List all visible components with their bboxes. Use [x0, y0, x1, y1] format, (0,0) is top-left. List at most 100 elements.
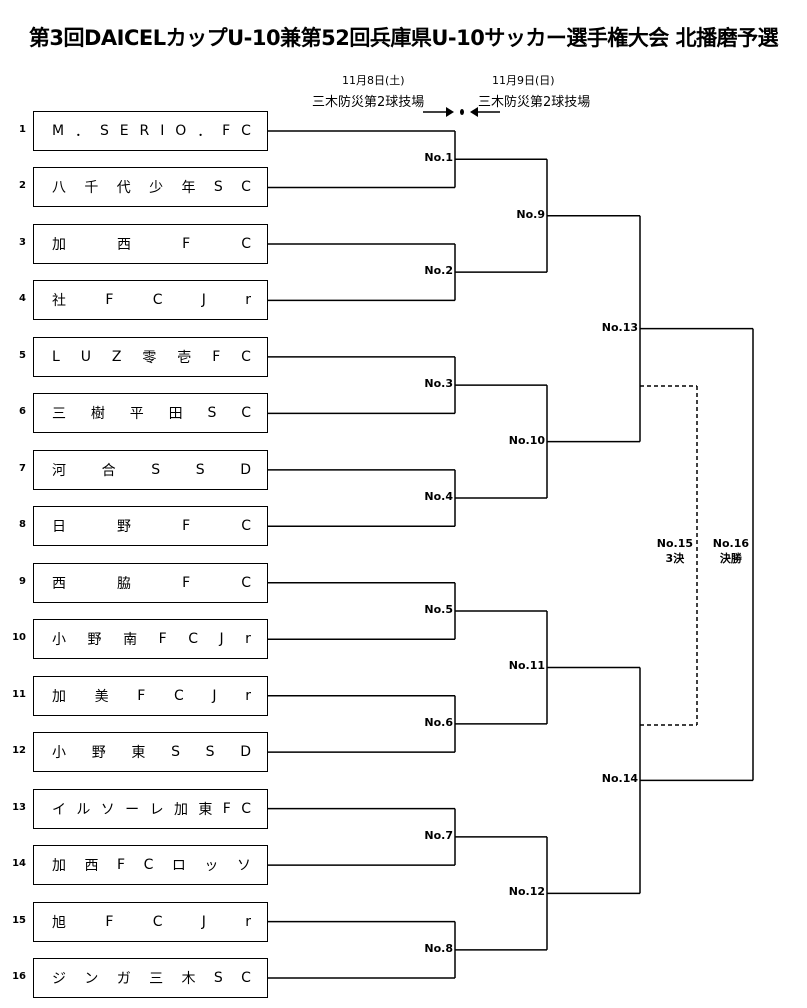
team-name-char: 旭 — [52, 914, 66, 931]
match-label-r1: No.1 — [424, 151, 453, 165]
day-divider-arrows — [423, 107, 500, 117]
team-name-char: 河 — [52, 462, 66, 479]
team-name-char: S — [213, 970, 223, 987]
match-label-r1: No.7 — [424, 828, 453, 842]
team-name-char: S — [171, 744, 180, 761]
team-name-char: C — [152, 292, 163, 309]
team-name-char: ル — [76, 801, 91, 818]
day2-date: 11月9日(日) — [492, 74, 555, 87]
team-name-char: C — [241, 970, 251, 987]
team-name-char: 八 — [52, 180, 66, 197]
team-name-char: ． — [197, 124, 212, 140]
team-name-char: C — [241, 518, 251, 535]
team-name-char: ソ — [100, 801, 115, 818]
match-label-r2: No.11 — [508, 659, 545, 673]
team-name-char: F — [105, 292, 114, 309]
seed-number: 5 — [19, 349, 26, 361]
team-name-char: S — [195, 461, 205, 478]
seed-number: 10 — [12, 632, 26, 644]
team-name-char: J — [201, 292, 206, 309]
team-name-char: F — [105, 913, 114, 930]
team-name-char: C — [173, 687, 184, 704]
team-name-char: ッ — [204, 858, 219, 875]
team-name-char: F — [212, 348, 221, 365]
team-name-char: C — [241, 179, 251, 196]
team-name-char: F — [222, 800, 231, 817]
team-name-char: 西 — [84, 858, 99, 875]
team-name-char: D — [240, 461, 251, 478]
day2-venue: 三木防災第2球技場 — [478, 95, 591, 110]
team-name-char: 小 — [52, 745, 66, 762]
team-name-char: 野 — [117, 519, 132, 536]
team-name-char: F — [222, 123, 231, 139]
team-name-char: S — [213, 179, 223, 196]
match-label-r2: No.12 — [508, 885, 545, 899]
day1-venue: 三木防災第2球技場 — [312, 95, 425, 110]
team-name-char: ー — [125, 801, 140, 818]
team-name-char: r — [245, 292, 251, 309]
team-name-char: I — [160, 123, 165, 139]
match-label-semi: No.13 — [601, 320, 638, 334]
day1-date: 11月8日(土) — [342, 74, 405, 87]
seed-number: 2 — [19, 180, 26, 192]
seed-number: 7 — [19, 462, 26, 474]
page-title: 第3回DAICELカップU-10兼第52回兵庫県U-10サッカー選手権大会 北播… — [28, 26, 779, 50]
team-name-char: J — [212, 687, 217, 704]
seed-number: 14 — [12, 858, 26, 870]
team-name-char: 加 — [52, 858, 66, 875]
team-name-char: レ — [149, 801, 164, 818]
team-name-char: 南 — [123, 632, 138, 649]
team-name-char: 加 — [173, 801, 188, 818]
team-name-char: E — [119, 123, 129, 139]
match-label-r2: No.10 — [508, 433, 545, 447]
team-name-char: J — [201, 913, 206, 930]
team-name-char: C — [241, 348, 251, 365]
team-name-char: S — [205, 744, 215, 761]
seed-number: 6 — [19, 406, 26, 418]
team-name-char: F — [117, 857, 126, 874]
match-label-r1: No.5 — [424, 602, 453, 616]
team-name-char: O — [175, 123, 187, 139]
team-name-char: R — [139, 123, 150, 139]
team-name-char: 平 — [129, 406, 144, 423]
team-name-char: r — [245, 631, 251, 648]
team-name-char: J — [219, 631, 224, 648]
team-name-char: 三 — [52, 406, 66, 423]
team-name-char: 三 — [149, 971, 164, 988]
seed-number: 15 — [12, 914, 26, 926]
team-name-char: C — [241, 574, 251, 591]
team-name-char: 脇 — [117, 575, 132, 592]
team-name-char: U — [80, 348, 91, 365]
team-name-char: 西 — [117, 236, 132, 253]
team-name-char: C — [241, 405, 251, 422]
team-name-char: 壱 — [177, 349, 192, 366]
team-name-char: 野 — [87, 632, 102, 649]
team-name-char: 樹 — [90, 406, 105, 423]
team-name-char: C — [241, 123, 251, 139]
team-name-char: F — [158, 631, 167, 648]
team-name-char: C — [241, 235, 251, 252]
team-name-char: r — [245, 913, 251, 930]
team-name-char: Z — [111, 348, 122, 365]
team-name-char: 社 — [52, 293, 66, 310]
match-label-semi: No.14 — [601, 772, 638, 786]
seed-number: 4 — [19, 293, 26, 305]
divider-dot-icon — [460, 109, 464, 115]
team-name-char: 零 — [142, 349, 157, 366]
match-label-r1: No.4 — [424, 490, 453, 504]
seed-number: 13 — [12, 801, 26, 813]
match-label-third-place-subtitle: 3決 — [665, 551, 685, 565]
team-name-char: 少 — [149, 180, 164, 197]
seed-number: 1 — [19, 124, 26, 135]
team-name-char: 西 — [52, 575, 66, 592]
team-name-char: ン — [84, 971, 99, 988]
